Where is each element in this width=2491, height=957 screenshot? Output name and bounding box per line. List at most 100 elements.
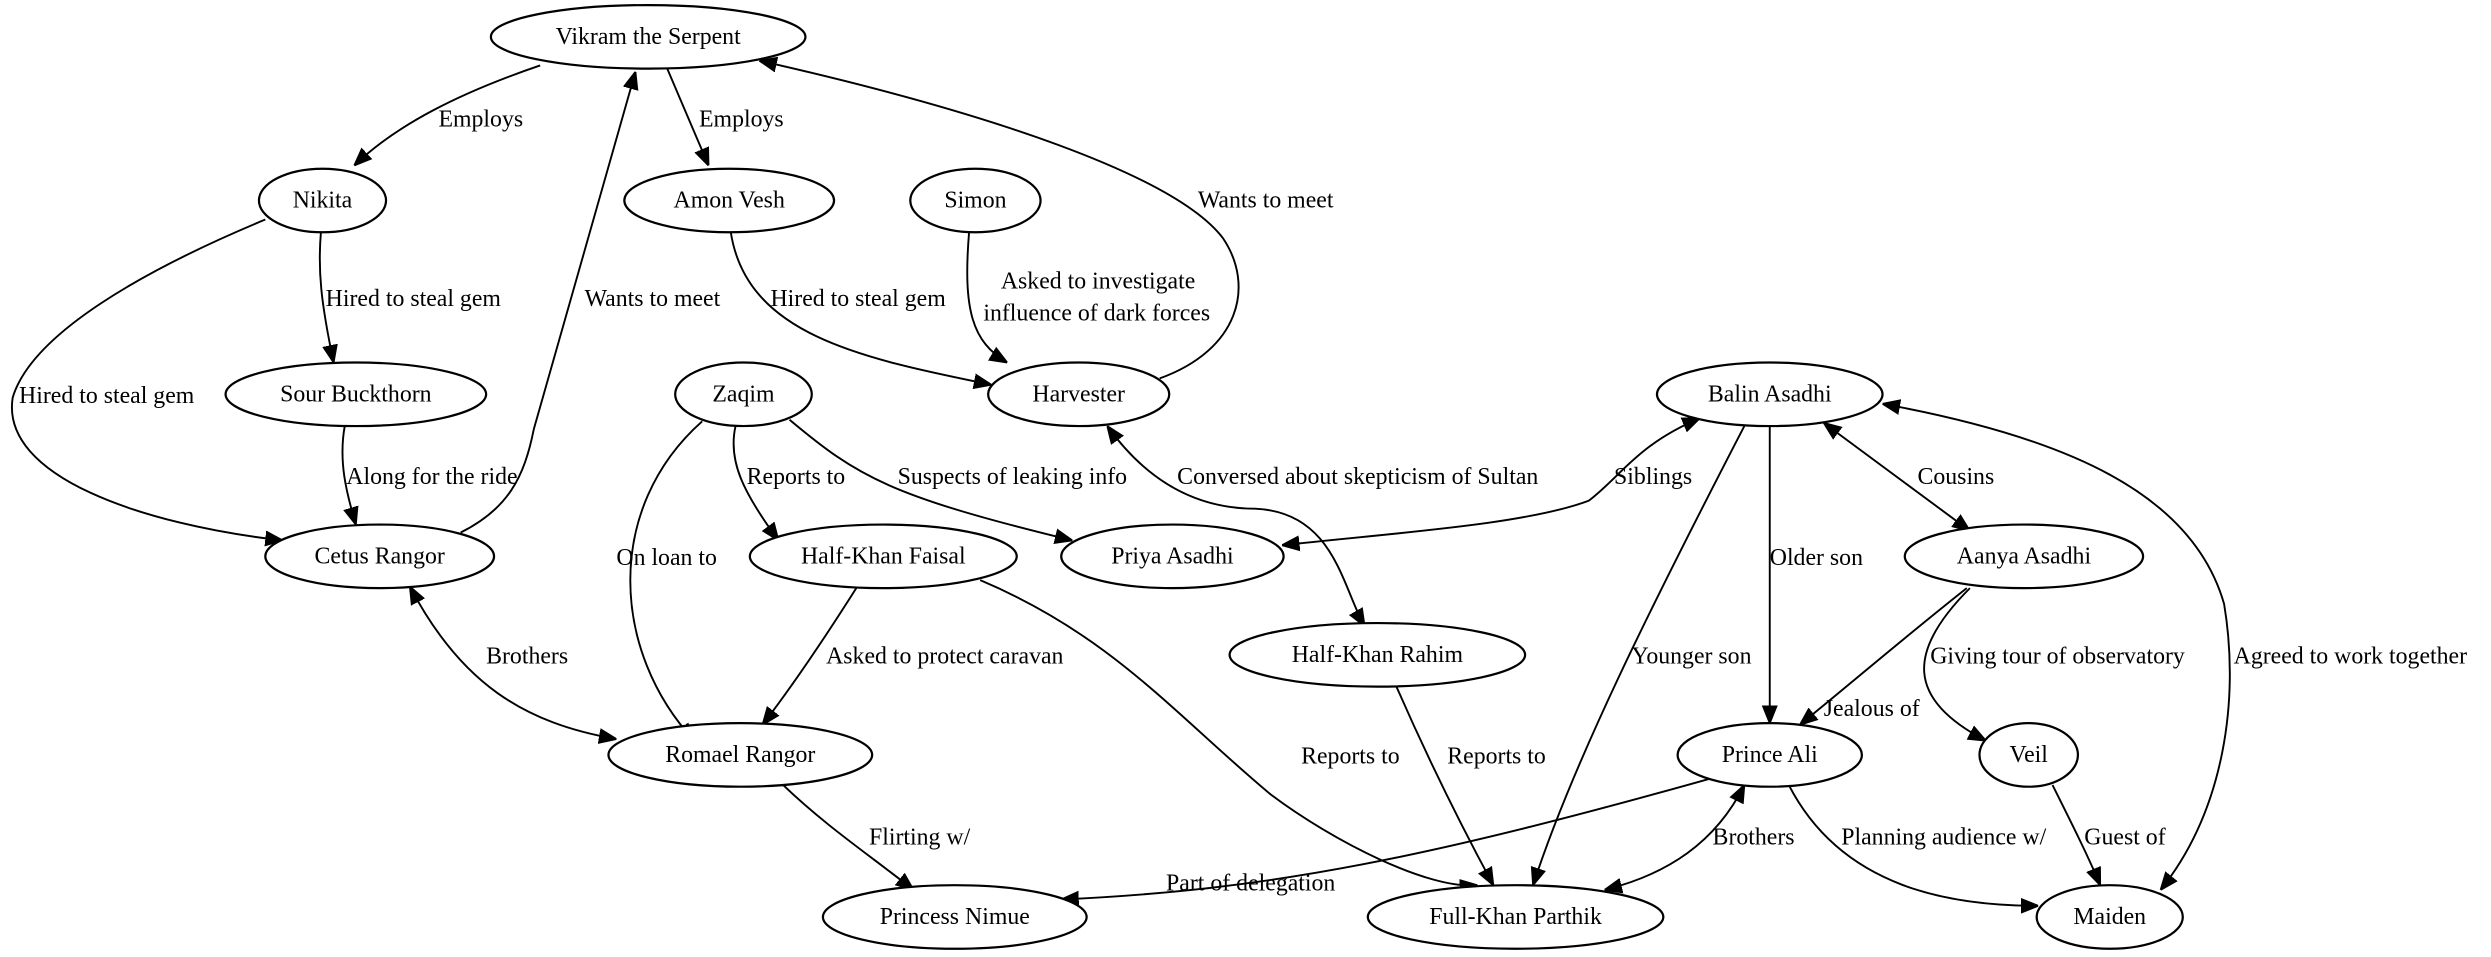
edge-label: Brothers xyxy=(1713,825,1795,851)
edge-label: Siblings xyxy=(1614,464,1692,490)
edge-rahim-parthik xyxy=(1395,686,1493,886)
edge-label: Hired to steal gem xyxy=(19,383,195,409)
edge-label: Employs xyxy=(699,106,784,132)
edge-label: Guest of xyxy=(2084,825,2165,851)
edge-ali-nimue xyxy=(782,784,913,890)
node-ellipse xyxy=(489,3,807,70)
node-nikita: Nikita xyxy=(257,167,388,234)
node-ellipse xyxy=(987,361,1171,428)
node-harvester: Harvester xyxy=(987,361,1171,428)
edge-zaqim-priya xyxy=(788,418,1073,541)
node-nimue: Princess Nimue xyxy=(821,884,1088,950)
edge-label: Cousins xyxy=(1917,464,1994,490)
edge-maiden-balin xyxy=(1883,404,2231,890)
edge-cetus-vikram xyxy=(460,72,636,534)
node-label: Aanya Asadhi xyxy=(1957,543,2092,569)
node-priya: Priya Asadhi xyxy=(1060,523,1285,590)
node-ellipse xyxy=(1903,523,2145,590)
edge-label: Younger son xyxy=(1632,643,1752,669)
edge-label: Jealous of xyxy=(1824,696,1920,722)
edge-label: Flirting w/ xyxy=(869,825,971,851)
node-ellipse xyxy=(909,167,1042,234)
edge-label: Reports to xyxy=(1301,744,1400,770)
edge-balin-priya xyxy=(1282,418,1700,545)
node-faisal: Half-Khan Faisal xyxy=(748,523,1018,590)
edge-label: Wants to meet xyxy=(1198,187,1334,213)
node-sour: Sour Buckthorn xyxy=(224,361,488,428)
node-label: Half-Khan Faisal xyxy=(801,543,966,569)
edge-faisal-parthik xyxy=(979,579,1477,885)
edge-label: influence of dark forces xyxy=(983,300,1210,326)
edge-sour-cetus xyxy=(341,425,355,524)
edge-label: Hired to steal gem xyxy=(326,286,502,312)
node-ellipse xyxy=(607,722,874,788)
edge-label: Agreed to work together xyxy=(2234,643,2467,669)
node-label: Balin Asadhi xyxy=(1708,381,1832,407)
node-ellipse xyxy=(2035,884,2184,950)
edge-label: Employs xyxy=(438,106,523,132)
node-rahim: Half-Khan Rahim xyxy=(1228,621,1527,688)
edge-label: Planning audience w/ xyxy=(1841,825,2046,851)
node-label: Maiden xyxy=(2073,904,2146,930)
edge-zaqim-faisal xyxy=(732,425,779,540)
edge-vikram-amon xyxy=(666,68,708,166)
edge-faisal-romael xyxy=(763,587,858,725)
edge-cetus-romael xyxy=(410,587,617,740)
node-label: Half-Khan Rahim xyxy=(1292,642,1464,668)
edge-simon-harvester xyxy=(966,232,1007,362)
edge-label: Along for the ride xyxy=(346,464,517,490)
edge-ali-parthik xyxy=(1605,785,1745,890)
edge-ali-maiden xyxy=(1787,784,2038,906)
node-ellipse xyxy=(1978,722,2080,788)
node-label: Priya Asadhi xyxy=(1111,543,1234,569)
node-ellipse xyxy=(1655,361,1884,428)
edge-nikita-sour xyxy=(318,232,334,362)
node-label: Harvester xyxy=(1032,381,1125,407)
node-label: Vikram the Serpent xyxy=(556,24,741,50)
node-ellipse xyxy=(674,361,813,428)
edge-label: Wants to meet xyxy=(585,286,721,312)
node-label: Romael Rangor xyxy=(665,742,815,768)
node-amon: Amon Vesh xyxy=(623,167,836,234)
node-romael: Romael Rangor xyxy=(607,722,874,788)
node-vikram: Vikram the Serpent xyxy=(489,3,807,70)
edge-aanya-ali xyxy=(1800,587,1968,725)
node-balin: Balin Asadhi xyxy=(1655,361,1884,428)
edge-label: Asked to investigate xyxy=(1001,269,1195,295)
node-label: Cetus Rangor xyxy=(315,543,445,569)
edge-label: Reports to xyxy=(1447,744,1546,770)
node-ellipse xyxy=(224,361,488,428)
node-parthik: Full-Khan Parthik xyxy=(1366,884,1665,950)
node-ali: Prince Ali xyxy=(1676,722,1864,788)
node-label: Zaqim xyxy=(712,381,775,407)
edge-label: Hired to steal gem xyxy=(770,286,946,312)
node-label: Simon xyxy=(944,187,1006,213)
node-cetus: Cetus Rangor xyxy=(264,523,496,590)
edge-veil-maiden xyxy=(2051,784,2101,885)
node-ellipse xyxy=(1060,523,1285,590)
edge-label: Reports to xyxy=(747,464,846,490)
node-ellipse xyxy=(1228,621,1527,688)
edge-label: Part of delegation xyxy=(1166,871,1335,897)
node-ellipse xyxy=(264,523,496,590)
node-veil: Veil xyxy=(1978,722,2080,788)
node-label: Prince Ali xyxy=(1722,742,1818,768)
node-ellipse xyxy=(623,167,836,234)
node-label: Nikita xyxy=(293,187,353,213)
edge-vikram-nikita xyxy=(354,64,541,165)
node-ellipse xyxy=(821,884,1088,950)
node-zaqim: Zaqim xyxy=(674,361,813,428)
node-aanya: Aanya Asadhi xyxy=(1903,523,2145,590)
edge-zaqim-romael xyxy=(629,420,703,740)
edge-label: Brothers xyxy=(486,643,568,669)
node-label: Full-Khan Parthik xyxy=(1429,904,1602,930)
edge-label: Older son xyxy=(1770,545,1863,571)
edge-label: Conversed about skepticism of Sultan xyxy=(1177,464,1538,490)
edge-amon-harvester xyxy=(729,232,992,385)
node-simon: Simon xyxy=(909,167,1042,234)
edge-harvester-vikram xyxy=(759,61,1240,380)
edge-label: Asked to protect caravan xyxy=(826,643,1063,669)
edge-harvester-rahim xyxy=(1107,426,1364,626)
node-label: Amon Vesh xyxy=(674,187,785,213)
